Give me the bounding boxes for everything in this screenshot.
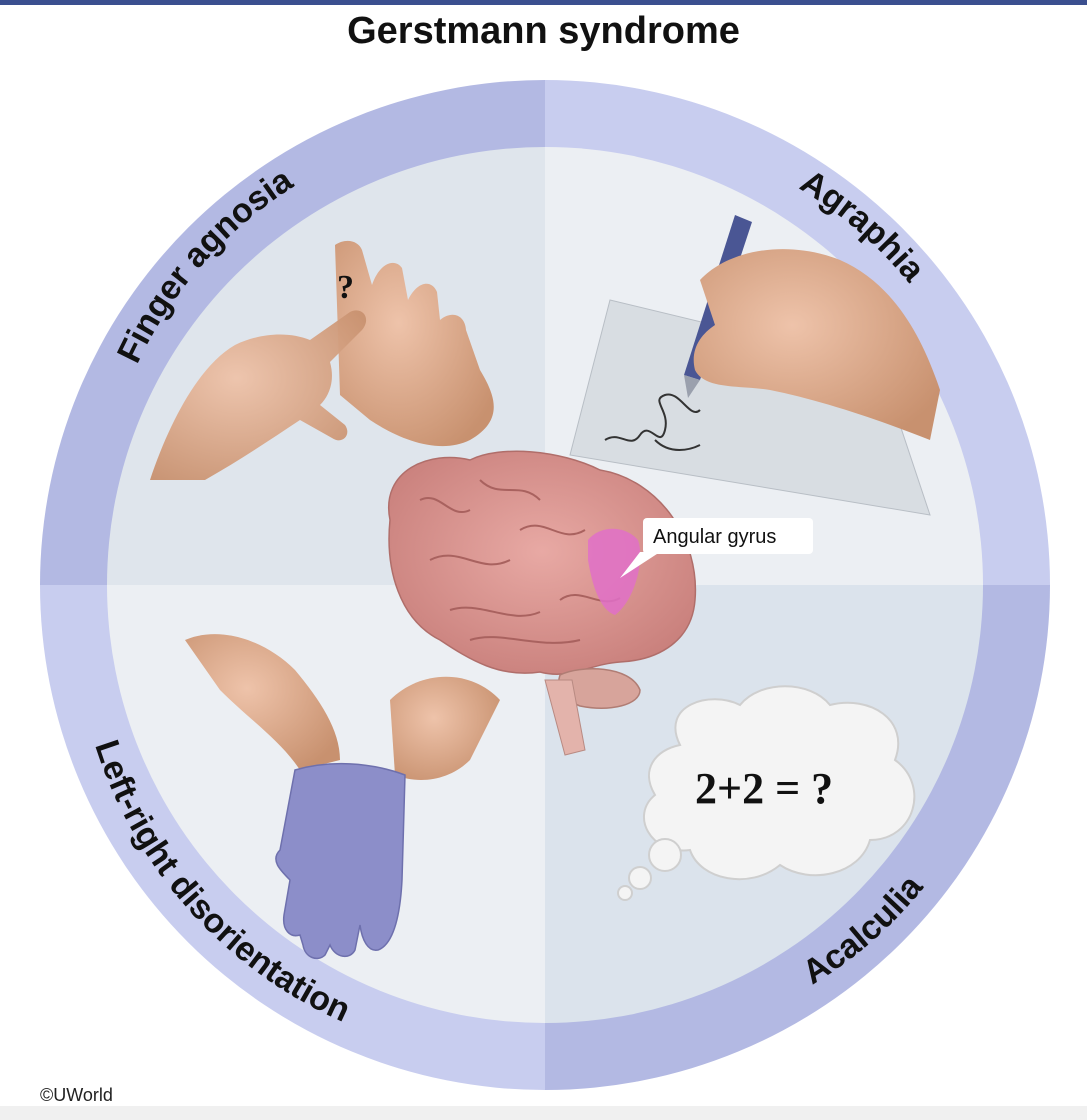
writing-hand-illustration [693,249,940,440]
callout-pointer [620,552,660,578]
footer-bar [0,1106,1087,1120]
angular-gyrus-callout: Angular gyrus [620,518,813,578]
callout-label: Angular gyrus [653,526,776,548]
callout-box [643,518,813,554]
page-title: Gerstmann syndrome [347,10,740,52]
upper-hand-illustration [185,634,340,770]
finger-question-mark: ? [337,269,354,306]
brain-illustration [387,450,697,756]
glove-illustration [275,762,406,960]
thought-dot-medium [628,866,652,890]
brain-sulci [419,479,621,644]
pen-tip [684,375,700,398]
holding-hand-illustration [390,676,500,780]
brainstem [544,679,586,756]
finger-agnosia-hands: ? [150,240,494,480]
thought-cloud [643,685,916,881]
thought-dot-small [617,885,633,901]
left-hand-illustration [150,310,367,480]
agraphia-illustration [569,215,940,516]
header-bar [0,0,1087,5]
thought-math: 2+2 = ? [695,764,833,813]
left-right-illustration [185,634,500,960]
angular-gyrus-highlight [588,528,641,615]
thought-dot-large [648,838,682,872]
copyright: ©UWorld [40,1085,113,1105]
right-hand-illustration [335,240,494,447]
cerebrum [387,450,697,675]
thought-bubble: 2+2 = ? [617,685,916,901]
scribble [604,393,701,451]
